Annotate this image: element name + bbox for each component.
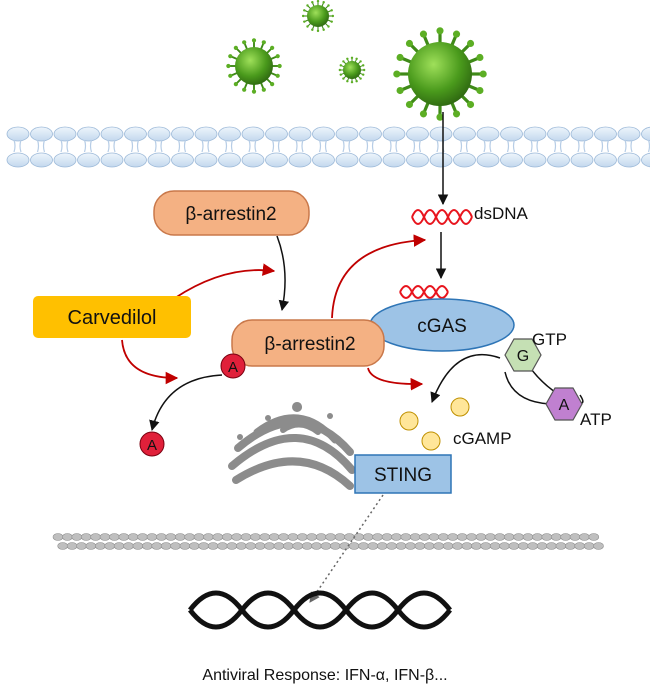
bound-dna-strand-2: [400, 286, 448, 298]
arrestin-translocation-arrow: [277, 236, 285, 310]
sting-label: STING: [374, 465, 432, 486]
g-letter: G: [517, 348, 529, 365]
carvedilol-to-a-arrow: [122, 340, 177, 378]
virus-icon: [226, 38, 282, 94]
beta-arrestin2-inactive-label: β-arrestin2: [185, 204, 276, 225]
a-letter: A: [559, 397, 570, 414]
arrestin-to-cgamp-arrow: [368, 368, 422, 384]
a-mark-released-label: A: [147, 437, 157, 454]
cgamp-dot: [451, 398, 469, 416]
gtp-label: GTP: [532, 330, 567, 349]
cgas-label: cGAS: [417, 316, 467, 337]
dsdna-label: dsDNA: [474, 204, 529, 223]
carvedilol-label: Carvedilol: [68, 307, 157, 329]
cgamp-dot: [400, 412, 418, 430]
gtp-atp-loop-2: [505, 372, 550, 404]
golgi-apparatus: [232, 402, 352, 486]
atp-label: ATP: [580, 410, 612, 429]
a-mark-bound-label: A: [228, 359, 238, 376]
cgamp-label: cGAMP: [453, 429, 512, 448]
cgamp-dot: [422, 432, 440, 450]
virus-icon: [302, 0, 334, 32]
virus-icon: [393, 27, 487, 121]
virus-group: [226, 0, 487, 121]
cgas-catalysis-arrow: [432, 355, 500, 402]
virus-icon: [339, 57, 366, 84]
antiviral-response-label: Antiviral Response: IFN-α, IFN-β...: [202, 667, 447, 684]
carvedilol-to-arrestin-arrow: [175, 270, 274, 298]
nuclear-membrane: [53, 534, 604, 550]
a-release-arrow: [152, 375, 222, 430]
beta-arrestin2-active-label: β-arrestin2: [264, 334, 355, 355]
dna-helix-icon: [190, 593, 450, 627]
cell-membrane: [7, 127, 650, 167]
